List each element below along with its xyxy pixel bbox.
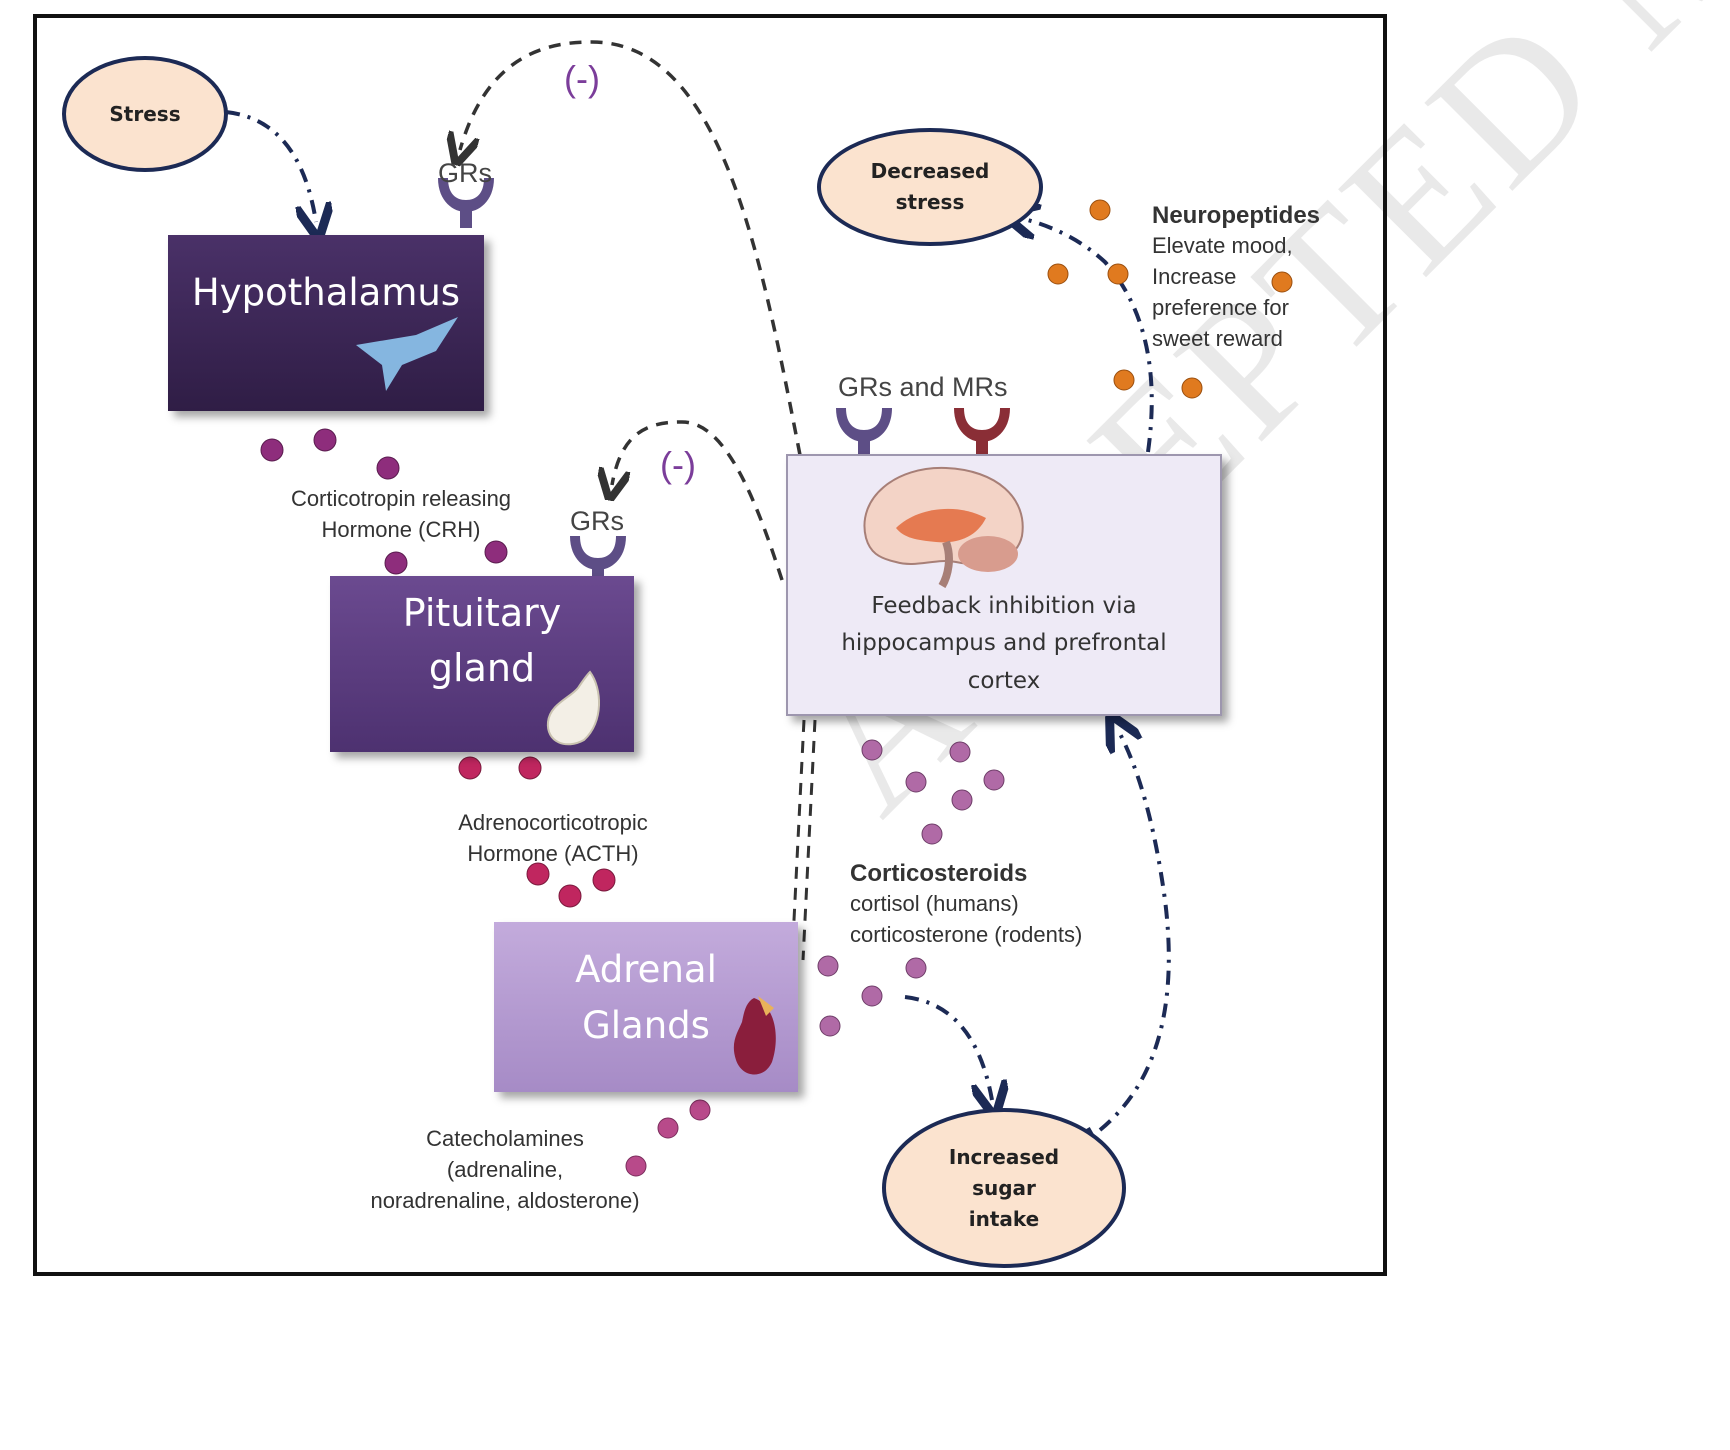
arrow-feedback-to-decreased-stress (1020, 218, 1154, 453)
corticosteroids-detail: cortisol (humans) corticosterone (rodent… (850, 891, 1083, 947)
brain-icon (863, 466, 1024, 588)
adrenal-label: Adrenal Glands (575, 948, 717, 1047)
increased-sugar-oval: Increased sugar intake (882, 1108, 1126, 1268)
pituitary-icon (546, 670, 601, 746)
grs-and-mrs-label: GRs and MRs (838, 372, 1008, 402)
inhibition-top-label: (-) (564, 58, 600, 99)
hypothalamus-label: Hypothalamus (191, 271, 461, 314)
receptor-icon-hypothalamus (438, 178, 494, 228)
stress-oval: Stress (62, 56, 228, 172)
feedback-label: Feedback inhibition via hippocampus and … (841, 593, 1167, 694)
pituitary-box: Pituitary gland (330, 576, 634, 752)
link-feedback-adrenal-left (790, 719, 806, 961)
catecholamines-label: Catecholamines (adrenaline, noradrenalin… (370, 1126, 640, 1213)
arrow-feedback-to-hypothalamus (460, 40, 802, 456)
acth-molecules (458, 756, 616, 908)
decreased-stress-label: Decreased stress (870, 159, 990, 214)
catecholamine-molecules (625, 1099, 711, 1177)
acth-label: Adrenocorticotropic Hormone (ACTH) (458, 810, 648, 866)
grs-pituitary-label: GRs (570, 506, 624, 536)
arrow-sugar-to-feedback (1098, 730, 1171, 1132)
arrow-feedback-to-pituitary (612, 420, 784, 581)
stress-label: Stress (109, 101, 181, 126)
crh-molecules (260, 428, 508, 575)
neuropeptides-detail: Elevate mood, Increase preference for sw… (1152, 233, 1293, 351)
corticosteroids-block: Corticosteroids cortisol (humans) cortic… (850, 858, 1082, 951)
crh-label: Corticotropin releasing Hormone (CRH) (290, 486, 512, 542)
increased-sugar-label: Increased sugar intake (948, 1144, 1060, 1231)
link-feedback-adrenal-right (801, 719, 817, 961)
corticosteroid-molecules (817, 739, 1005, 1037)
neuropeptides-title: Neuropeptides (1152, 202, 1321, 229)
neuropeptide-molecules (1047, 199, 1293, 399)
pituitary-label: Pituitary gland (402, 591, 562, 691)
neuropeptides-block: Neuropeptides Elevate mood, Increase pre… (1152, 200, 1320, 354)
diagram-frame (33, 14, 1387, 1276)
corticosteroids-title: Corticosteroids (850, 860, 1028, 887)
arrow-corticosteroids-to-sugar (904, 995, 992, 1100)
adrenal-box: Adrenal Glands (494, 922, 798, 1092)
decreased-stress-oval: Decreased stress (817, 128, 1043, 246)
neuron-icon (356, 317, 458, 391)
feedback-box: Feedback inhibition via hippocampus and … (786, 454, 1222, 716)
receptor-icon-gr-feedback (836, 408, 892, 458)
inhibition-middle-label: (-) (660, 444, 696, 485)
hypothalamus-box: Hypothalamus (168, 235, 484, 411)
arrow-stress-to-hypothalamus (225, 110, 316, 222)
receptor-icon-mr-feedback (954, 408, 1010, 458)
grs-hypothalamus-label: GRs (438, 158, 492, 188)
kidney-icon (733, 996, 776, 1075)
